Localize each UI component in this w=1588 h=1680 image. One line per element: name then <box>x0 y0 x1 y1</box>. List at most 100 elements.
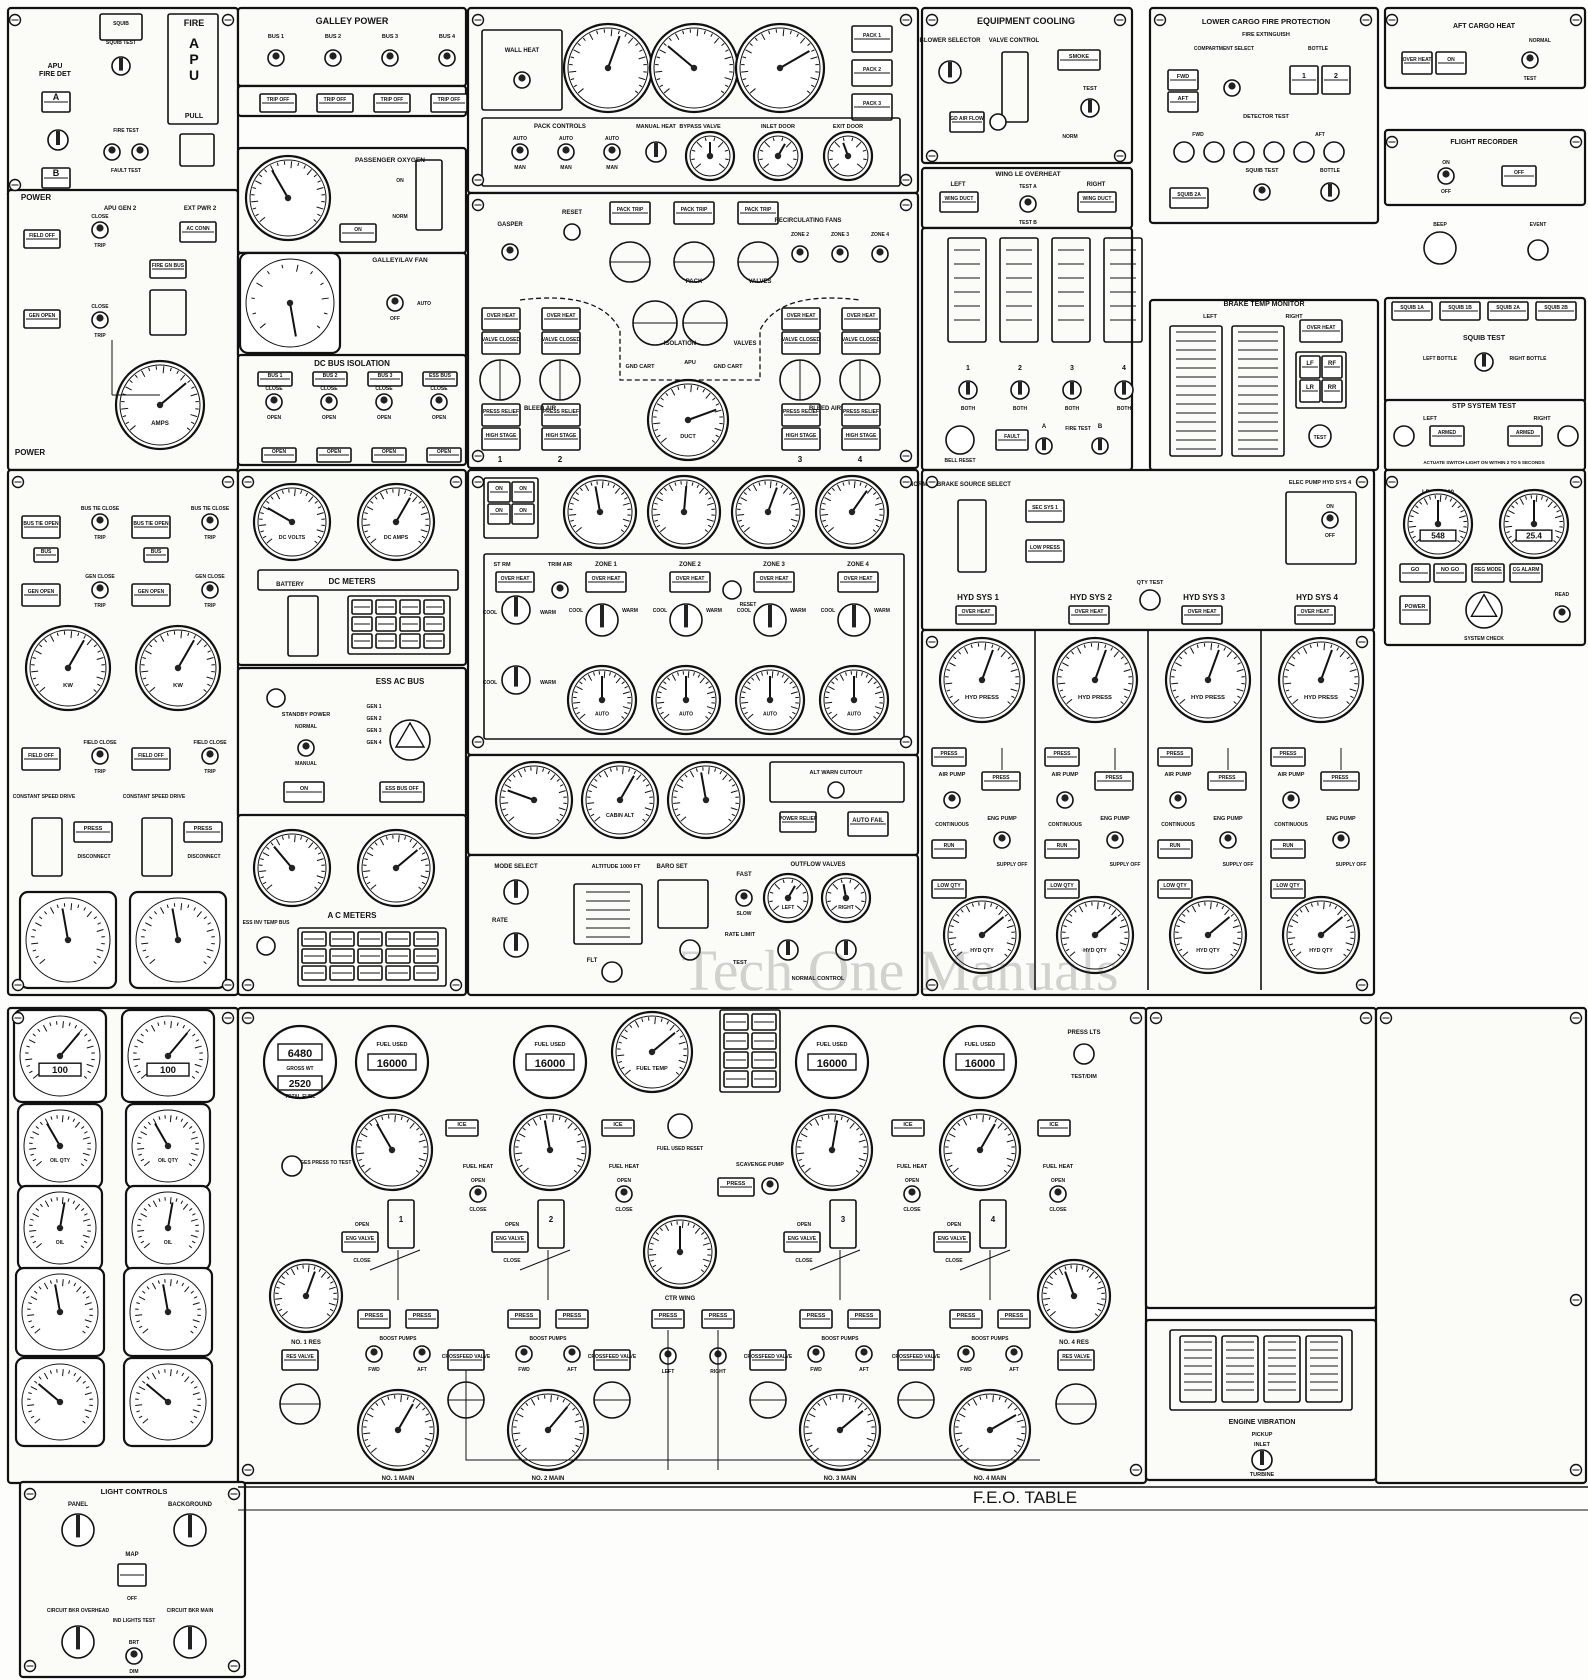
apu-fire-det-selector[interactable] <box>47 129 69 151</box>
toggle-lever[interactable] <box>270 396 278 404</box>
zone-temp-knob-2[interactable] <box>669 603 703 637</box>
crossfeed-valve-1[interactable]: CROSSFEED VALVE <box>442 1349 491 1371</box>
boost-pump-fwd-switch-4[interactable]: FWD <box>957 1345 975 1373</box>
toggle-lever[interactable] <box>562 146 570 154</box>
knob-pointer[interactable] <box>1018 382 1022 395</box>
flight-recorder-off-button[interactable]: OFF <box>1501 165 1537 187</box>
eng-pump-press-light-3[interactable]: PRESS <box>1207 771 1247 791</box>
st-rm-over-heat[interactable]: OVER HEAT <box>495 571 535 593</box>
eng-pump-switch-1[interactable] <box>993 831 1011 849</box>
toggle-lever[interactable] <box>812 1348 820 1356</box>
boost-pump-aft-switch-2[interactable]: AFT <box>563 1345 581 1373</box>
knob-pointer[interactable] <box>514 881 518 898</box>
high-stage-2[interactable]: HIGH STAGE <box>541 427 581 451</box>
ext-pwr-ac-conn-button[interactable]: AC CONN <box>179 221 217 243</box>
dc-bus-isolation-bus-1[interactable]: BUS 1 <box>257 371 293 387</box>
overheat-test-a-knob[interactable] <box>1035 437 1053 455</box>
bleed-valve-closed-4[interactable]: VALVE CLOSED <box>841 331 881 355</box>
dc-bus-isolation-bus-3[interactable]: BUS 3 <box>367 371 403 387</box>
ac-meter-select-9[interactable] <box>385 948 411 964</box>
toggle-lever[interactable] <box>1326 514 1334 522</box>
boost-pump-fwd-switch-2[interactable]: FWD <box>515 1345 533 1373</box>
bus-tie-open-1[interactable]: BUS TIE OPEN <box>21 515 61 539</box>
bleed-over-heat-1[interactable]: OVER HEAT <box>481 307 521 331</box>
aft-cargo-on-button[interactable]: ON <box>1435 51 1467 75</box>
ac-meter-select-6[interactable] <box>301 948 327 964</box>
eng-pump-press-light-4[interactable]: PRESS <box>1320 771 1360 791</box>
fuel-used-reset-button[interactable] <box>667 1113 693 1139</box>
knob-pointer[interactable] <box>514 667 518 687</box>
hyd-run-light-4[interactable]: RUN <box>1270 839 1306 859</box>
outflow-left-knob[interactable] <box>777 939 799 961</box>
toggle-lever[interactable] <box>836 248 844 256</box>
boost-pump-fwd-switch-1[interactable]: FWD <box>365 1345 383 1373</box>
knob-pointer[interactable] <box>786 941 790 955</box>
bleed-valve-closed-1[interactable]: VALVE CLOSED <box>481 331 521 355</box>
stp-right-armed-light[interactable]: ARMED <box>1507 425 1543 447</box>
csd-press-light-2[interactable]: PRESS <box>183 821 223 843</box>
toggle-lever[interactable] <box>520 1348 528 1356</box>
eng-valve-light-main-3[interactable]: ENG VALVE <box>783 1231 821 1253</box>
ess-inv-light[interactable] <box>256 936 276 956</box>
toggle-lever[interactable] <box>796 248 804 256</box>
bottle-2-button[interactable]: 2 <box>1321 65 1351 95</box>
toggle-lever[interactable] <box>391 297 399 305</box>
cg-go-light[interactable]: GO <box>1399 563 1431 583</box>
high-stage-1[interactable]: HIGH STAGE <box>481 427 521 451</box>
toggle-lever[interactable] <box>108 146 116 154</box>
dc-meter-select-11[interactable] <box>399 633 421 649</box>
knob-pointer[interactable] <box>1098 439 1102 451</box>
bus-light-2[interactable]: BUS <box>143 547 169 563</box>
boost-press-aft-2[interactable]: PRESS <box>555 1309 589 1329</box>
trim-air-switch[interactable] <box>551 581 569 599</box>
cg-power-button[interactable]: POWER <box>1399 595 1431 625</box>
pack-indicator-3[interactable]: PACK 3 <box>851 93 893 121</box>
boost-pump-aft-switch-4[interactable]: AFT <box>1005 1345 1023 1373</box>
toggle-lever[interactable] <box>206 750 214 758</box>
apu-fire-det-a-button[interactable]: A <box>41 91 71 113</box>
toggle-lever[interactable] <box>1526 54 1534 62</box>
pack-indicator-2[interactable]: PACK 2 <box>851 59 893 87</box>
temp-light-1[interactable]: ON <box>487 481 511 503</box>
toggle-lever[interactable] <box>380 396 388 404</box>
brake-wheel-light-rf[interactable]: RF <box>1321 355 1343 379</box>
hyd-run-light-3[interactable]: RUN <box>1157 839 1193 859</box>
compartment-select-switch[interactable] <box>1223 79 1241 97</box>
toggle-lever[interactable] <box>302 742 310 750</box>
toggle-lever[interactable] <box>608 146 616 154</box>
knob-pointer[interactable] <box>188 1627 192 1650</box>
ctr-wing-press-left[interactable]: PRESS <box>651 1309 685 1329</box>
bleed-over-heat-3[interactable]: OVER HEAT <box>781 307 821 331</box>
boost-press-fwd-2[interactable]: PRESS <box>507 1309 541 1329</box>
selector-handle[interactable] <box>1470 593 1498 617</box>
toggle-lever[interactable] <box>1558 608 1566 616</box>
dc-meter-select-10[interactable] <box>375 633 397 649</box>
hyd-press-light-4[interactable]: PRESS <box>1270 747 1306 767</box>
eng-valve-light-3[interactable] <box>723 1032 749 1050</box>
vibration-pickup-selector[interactable] <box>1251 1449 1273 1471</box>
squib-test-knob[interactable] <box>111 56 131 76</box>
equipment-smoke-button[interactable]: SMOKE <box>1057 49 1101 71</box>
toggle-lever[interactable] <box>1111 834 1119 842</box>
dc-meter-select-1[interactable] <box>351 599 373 615</box>
recirc-fan-switch-4[interactable] <box>871 245 889 263</box>
high-stage-3[interactable]: HIGH STAGE <box>781 427 821 451</box>
toggle-lever[interactable] <box>908 1188 916 1196</box>
knob-pointer[interactable] <box>76 1515 80 1538</box>
bottle-1-button[interactable]: 1 <box>1289 65 1319 95</box>
dc-meter-select-9[interactable] <box>351 633 373 649</box>
dc-meter-select-3[interactable] <box>399 599 421 615</box>
fire-test-switch[interactable] <box>103 143 121 161</box>
eng-valve-light-main-1[interactable]: ENG VALVE <box>341 1231 379 1253</box>
ac-meter-select-14[interactable] <box>385 965 411 981</box>
toggle-lever[interactable] <box>443 52 451 60</box>
